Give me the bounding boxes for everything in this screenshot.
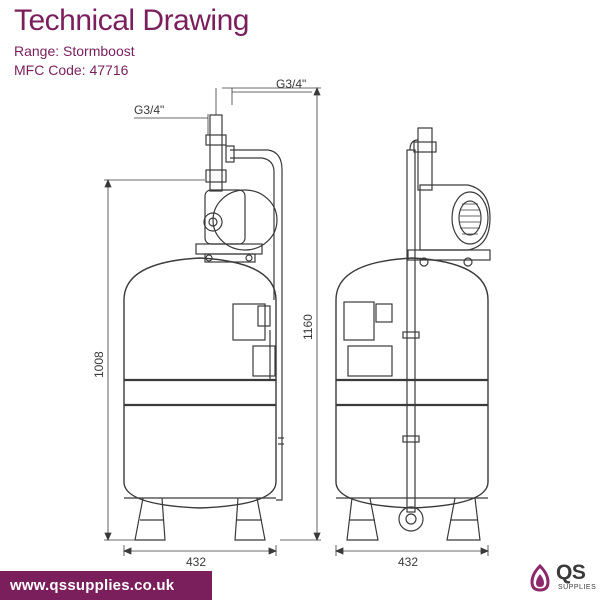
dim-width-front: 432 — [186, 555, 206, 569]
mfc-code-label: MFC Code: — [14, 62, 86, 78]
dim-width-side: 432 — [398, 555, 418, 569]
range-value: Stormboost — [63, 43, 135, 59]
side-wheel — [398, 506, 424, 532]
side-view — [335, 127, 491, 541]
front-leg-right — [234, 497, 266, 541]
page-title: Technical Drawing — [14, 4, 249, 37]
dim-connection-top: G3/4" — [276, 77, 306, 91]
dim-tank-height: 1008 — [92, 351, 106, 378]
side-pump-body — [419, 184, 491, 251]
logo-text: QS — [556, 561, 586, 584]
side-outlet-pipe — [406, 149, 416, 513]
logo-subtext: SUPPLIES — [558, 584, 597, 591]
dim-connection-side: G3/4" — [134, 103, 164, 117]
range-line: Range: Stormboost — [14, 43, 135, 59]
dimension-lines — [104, 86, 490, 556]
mfc-code-value: 47716 — [89, 62, 129, 78]
front-view — [123, 114, 284, 541]
range-label: Range: — [14, 43, 60, 59]
mfc-code-line: MFC Code: 47716 — [14, 62, 128, 78]
side-control-box — [343, 301, 375, 341]
footer-url-link[interactable]: www.qssupplies.co.uk — [10, 577, 175, 594]
side-tank-body — [335, 257, 489, 509]
front-leg-left — [134, 497, 166, 541]
front-control-box — [232, 303, 266, 341]
footer-bar — [0, 571, 212, 600]
front-inlet-pipe — [209, 114, 223, 192]
front-pump-motor — [212, 189, 278, 251]
front-tank-body — [123, 257, 277, 509]
qs-logo-icon — [530, 563, 550, 592]
dim-total-height: 1160 — [301, 314, 315, 340]
